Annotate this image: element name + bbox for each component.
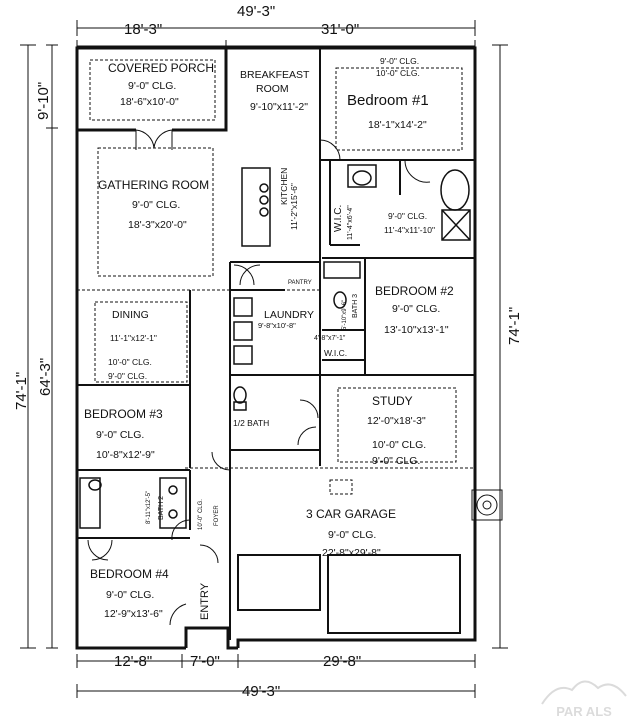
ceiling-outlines xyxy=(77,59,475,495)
foyer-clg: 10'-0" CLG. xyxy=(198,499,204,530)
kitchen-island xyxy=(241,167,271,247)
dining-clg-1: 10'-0" CLG. xyxy=(108,357,152,367)
garage-label: 3 CAR GARAGE xyxy=(306,507,397,521)
master-bath-fixtures xyxy=(347,164,471,241)
garage-size: 22'-8"x29'-8" xyxy=(322,547,381,559)
dim-left-total-inner: 64'-3" xyxy=(37,357,54,396)
interior-walls xyxy=(77,48,475,640)
study-clg-1: 10'-0" CLG. xyxy=(372,439,427,451)
covered-porch-clg: 9'-0" CLG. xyxy=(128,80,177,92)
hvac-unit xyxy=(471,489,503,521)
foyer-label: FOYER xyxy=(214,505,220,526)
wic2-size: 4'-8"x7'-1" xyxy=(314,335,346,342)
gathering-room-label: GATHERING ROOM xyxy=(98,178,210,192)
dining-label: DINING xyxy=(112,309,149,321)
gathering-room-clg: 9'-0" CLG. xyxy=(132,199,181,211)
entry-label: ENTRY xyxy=(199,582,211,620)
dim-top-left: 18'-3" xyxy=(124,21,163,38)
dim-left-porch: 9'-10" xyxy=(35,81,52,120)
watermark-logo: PAR ALS xyxy=(541,680,627,719)
bedroom4-size: 12'-9"x13'-6" xyxy=(104,608,163,620)
exterior-walls xyxy=(75,46,477,650)
bedroom1-label: Bedroom #1 xyxy=(347,92,429,109)
dim-bottom-total: 49'-3" xyxy=(242,683,281,700)
half-bath-fixtures xyxy=(233,386,247,411)
breakfast-label-2: ROOM xyxy=(256,83,289,95)
kitchen-label: KITCHEN xyxy=(279,167,289,205)
bedroom1-size: 18'-1"x14'-2" xyxy=(368,119,427,131)
kitchen-size: 11'-2"x15'-6" xyxy=(289,183,299,230)
garage-clg: 9'-0" CLG. xyxy=(328,529,377,541)
covered-porch-label: COVERED PORCH xyxy=(108,61,215,75)
covered-porch-size: 18'-6"x10'-0" xyxy=(120,96,179,108)
bath2-label: BATH 2 xyxy=(158,496,165,520)
bedroom4-clg: 9'-0" CLG. xyxy=(106,589,155,601)
laundry-fixtures xyxy=(233,297,253,365)
bedroom3-label: BEDROOM #3 xyxy=(84,407,163,421)
bedroom3-clg: 9'-0" CLG. xyxy=(96,429,145,441)
bath3-fixtures xyxy=(323,261,361,309)
dim-top-right: 31'-0" xyxy=(321,21,360,38)
bedroom1-clg-1: 9'-0" CLG. xyxy=(380,56,420,66)
bath2-size: 8'-11"x12'-5" xyxy=(146,490,152,524)
study-clg-2: 9'-0" CLG. xyxy=(372,455,421,467)
dim-bottom-left: 12'-8" xyxy=(114,653,153,670)
dim-left-total-outer: 74'-1" xyxy=(13,371,30,410)
study-label: STUDY xyxy=(372,394,413,408)
wic2-label: W.I.C. xyxy=(324,348,348,358)
bedroom3-size: 10'-8"x12'-9" xyxy=(96,449,155,461)
bath3-size: 5'-10"x9'-6" xyxy=(342,299,348,330)
pantry-label: PANTRY xyxy=(288,280,312,286)
dimension-lines xyxy=(20,20,508,698)
bath1-clg: 9'-0" CLG. xyxy=(388,211,428,221)
bedroom2-size: 13'-10"x13'-1" xyxy=(384,324,449,336)
watermark-text: PAR ALS xyxy=(556,704,612,719)
wic1-label: W.I.C. xyxy=(333,204,344,232)
study-size: 12'-0"x18'-3" xyxy=(367,415,426,427)
breakfast-size: 9'-10"x11'-2" xyxy=(250,101,308,113)
bedroom4-label: BEDROOM #4 xyxy=(90,567,169,581)
half-bath-label: 1/2 BATH xyxy=(233,418,270,428)
bedroom2-label: BEDROOM #2 xyxy=(375,284,454,298)
laundry-label: LAUNDRY xyxy=(264,309,314,321)
bedroom2-clg: 9'-0" CLG. xyxy=(392,303,441,315)
dim-top-total: 49'-3" xyxy=(237,3,276,20)
bath3-label: BATH 3 xyxy=(352,294,359,318)
breakfast-label-1: BREAKFEAST xyxy=(240,69,310,81)
bath1-size: 11'-4"x11'-10" xyxy=(384,225,436,235)
gathering-room-size: 18'-3"x20'-0" xyxy=(128,219,187,231)
garage-doors xyxy=(237,554,461,634)
bath2-fixtures xyxy=(79,477,187,529)
dining-size: 11'-1"x12'-1" xyxy=(110,333,157,343)
wic1-size: 11'-4"x6'-4" xyxy=(347,205,354,240)
dim-bottom-mid: 7'-0" xyxy=(190,653,220,670)
bedroom1-clg-2: 10'-0" CLG. xyxy=(376,68,420,78)
dim-right-total: 74'-1" xyxy=(506,306,523,345)
door-swings xyxy=(87,129,431,626)
dim-bottom-right: 29'-8" xyxy=(323,653,362,670)
laundry-size: 9'-8"x10'-8" xyxy=(258,321,296,330)
dining-clg-2: 9'-0" CLG. xyxy=(108,371,148,381)
